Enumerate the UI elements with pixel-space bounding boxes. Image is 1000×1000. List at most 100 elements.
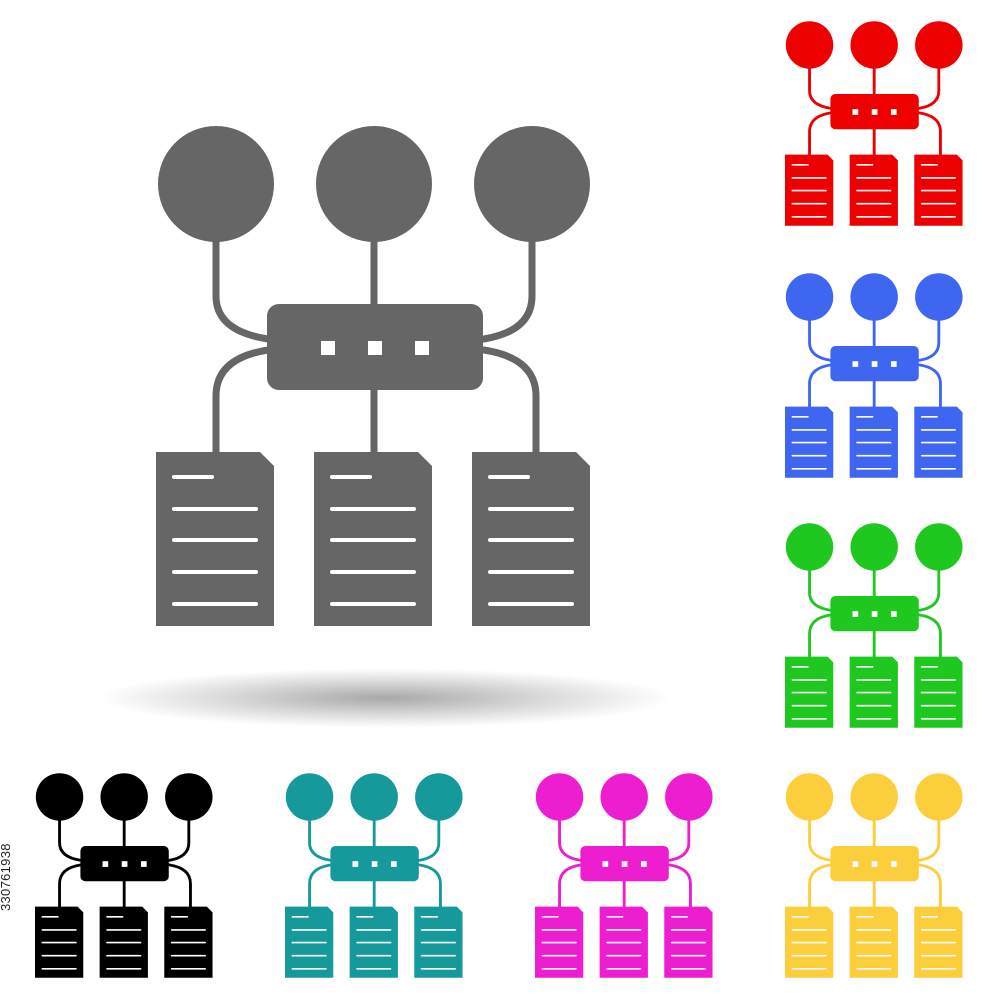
node-circle-1 [785, 523, 834, 571]
hub-dot-3 [415, 341, 429, 355]
node-circle-3 [915, 273, 963, 321]
document-1 [785, 906, 834, 978]
network-diagram-svg [785, 523, 963, 728]
document-lines [330, 475, 416, 606]
document-lines [856, 916, 892, 970]
node-circle-1 [285, 773, 334, 821]
hub-dot-3 [890, 361, 897, 367]
document-lines [920, 416, 957, 470]
connector-lines [58, 819, 192, 909]
data-network-icon-black [35, 773, 215, 978]
document-lines [541, 916, 577, 970]
connector-lines [808, 569, 942, 659]
connector-lines [808, 319, 942, 409]
document-2 [849, 906, 898, 978]
network-diagram-svg [785, 273, 963, 478]
stock-id-label: 330761938 [0, 843, 13, 912]
hub-dot-3 [890, 611, 897, 617]
document-2 [99, 906, 148, 978]
hub-dot-3 [890, 861, 897, 867]
hub-dot-2 [871, 861, 878, 867]
document-2 [599, 906, 648, 978]
document-3 [914, 656, 963, 728]
hub-dot-2 [368, 341, 382, 355]
hub-dot-3 [890, 109, 897, 115]
hub-dot-1 [321, 341, 335, 355]
node-circle-1 [785, 773, 834, 821]
document-1 [535, 906, 584, 978]
data-network-icon-green [785, 523, 965, 728]
document-3 [472, 452, 590, 626]
document-1 [785, 154, 834, 226]
document-2 [349, 906, 398, 978]
hub-dot-1 [352, 861, 359, 867]
data-network-icon-teal [285, 773, 465, 978]
hub-dot-2 [871, 109, 878, 115]
ground-shadow [95, 668, 675, 728]
hub-dot-3 [140, 861, 147, 867]
network-diagram-svg [285, 773, 463, 978]
document-lines [920, 666, 957, 720]
document-lines [41, 916, 77, 970]
node-circle-2 [850, 773, 898, 821]
connector-lines [808, 819, 942, 909]
hub-dot-2 [621, 861, 628, 867]
connector-lines [308, 819, 442, 909]
document-lines [670, 916, 707, 970]
document-1 [785, 656, 834, 728]
hub-dot-2 [871, 611, 878, 617]
hub-dot-1 [852, 861, 859, 867]
node-circle-3 [915, 523, 963, 571]
document-1 [785, 406, 834, 478]
node-circle-2 [100, 773, 148, 821]
document-3 [914, 154, 963, 226]
document-lines [291, 916, 327, 970]
node-circle-1 [158, 126, 274, 242]
document-1 [285, 906, 334, 978]
node-circle-3 [665, 773, 713, 821]
node-circle-1 [35, 773, 84, 821]
node-circle-1 [785, 21, 834, 69]
document-lines [488, 475, 574, 606]
network-diagram-svg [156, 126, 590, 626]
document-lines [172, 475, 258, 606]
hub-dot-2 [371, 861, 378, 867]
data-network-icon-gray [156, 126, 596, 626]
network-diagram-svg [785, 773, 963, 978]
hub-dot-3 [390, 861, 397, 867]
hub-dot-1 [852, 611, 859, 617]
document-lines [791, 164, 827, 218]
network-diagram-svg [785, 21, 963, 226]
hub-dot-1 [602, 861, 609, 867]
node-circle-2 [350, 773, 398, 821]
document-3 [914, 906, 963, 978]
node-circle-3 [415, 773, 463, 821]
document-2 [849, 154, 898, 226]
connector-lines [808, 67, 942, 157]
hub-dot-3 [640, 861, 647, 867]
hub-dot-2 [871, 361, 878, 367]
document-lines [856, 164, 892, 218]
node-circle-3 [915, 21, 963, 69]
document-1 [156, 452, 274, 626]
hub-dot-1 [102, 861, 109, 867]
document-3 [664, 906, 713, 978]
document-lines [791, 916, 827, 970]
hub-dot-1 [852, 361, 859, 367]
document-lines [170, 916, 206, 970]
document-lines [106, 916, 142, 970]
network-diagram-svg [35, 773, 213, 978]
node-circle-2 [600, 773, 648, 821]
document-lines [856, 416, 892, 470]
data-network-icon-blue [785, 273, 965, 478]
document-2 [849, 656, 898, 728]
document-lines [920, 164, 957, 218]
hub-dot-1 [852, 109, 859, 115]
document-1 [35, 906, 84, 978]
hub-dot-2 [121, 861, 128, 867]
document-lines [920, 916, 957, 970]
network-diagram-svg [535, 773, 713, 978]
document-2 [849, 406, 898, 478]
node-circle-3 [165, 773, 213, 821]
node-circle-2 [850, 273, 898, 321]
